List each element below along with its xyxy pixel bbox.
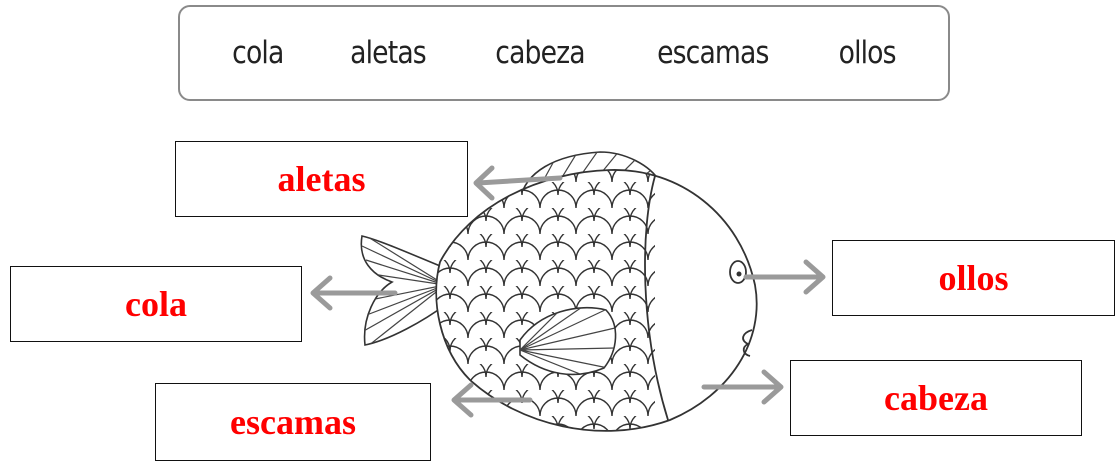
label-ollos: ollos <box>938 258 1009 298</box>
fish-side-fin <box>519 306 617 376</box>
label-aletas: aletas <box>277 159 366 199</box>
label-box-ollos: ollos <box>832 240 1115 316</box>
label-escamas: escamas <box>230 402 356 442</box>
arrow-aletas <box>473 165 563 201</box>
arrow-cola <box>310 275 398 311</box>
label-cabeza: cabeza <box>884 378 988 418</box>
label-box-cabeza: cabeza <box>790 360 1082 436</box>
word-bank-item-cola: cola <box>232 35 284 71</box>
arrow-ollos <box>743 259 826 295</box>
word-bank: cola aletas cabeza escamas ollos <box>178 5 950 101</box>
word-bank-item-escamas: escamas <box>657 35 769 71</box>
arrow-escamas <box>451 382 533 418</box>
word-bank-item-cabeza: cabeza <box>495 35 585 71</box>
word-bank-item-aletas: aletas <box>349 35 427 71</box>
fish-tail <box>360 235 446 346</box>
label-box-aletas: aletas <box>175 141 468 217</box>
label-box-cola: cola <box>10 266 302 342</box>
label-box-escamas: escamas <box>155 383 431 461</box>
label-cola: cola <box>125 284 187 324</box>
arrow-cabeza <box>701 369 784 405</box>
word-bank-item-ollos: ollos <box>838 35 896 71</box>
